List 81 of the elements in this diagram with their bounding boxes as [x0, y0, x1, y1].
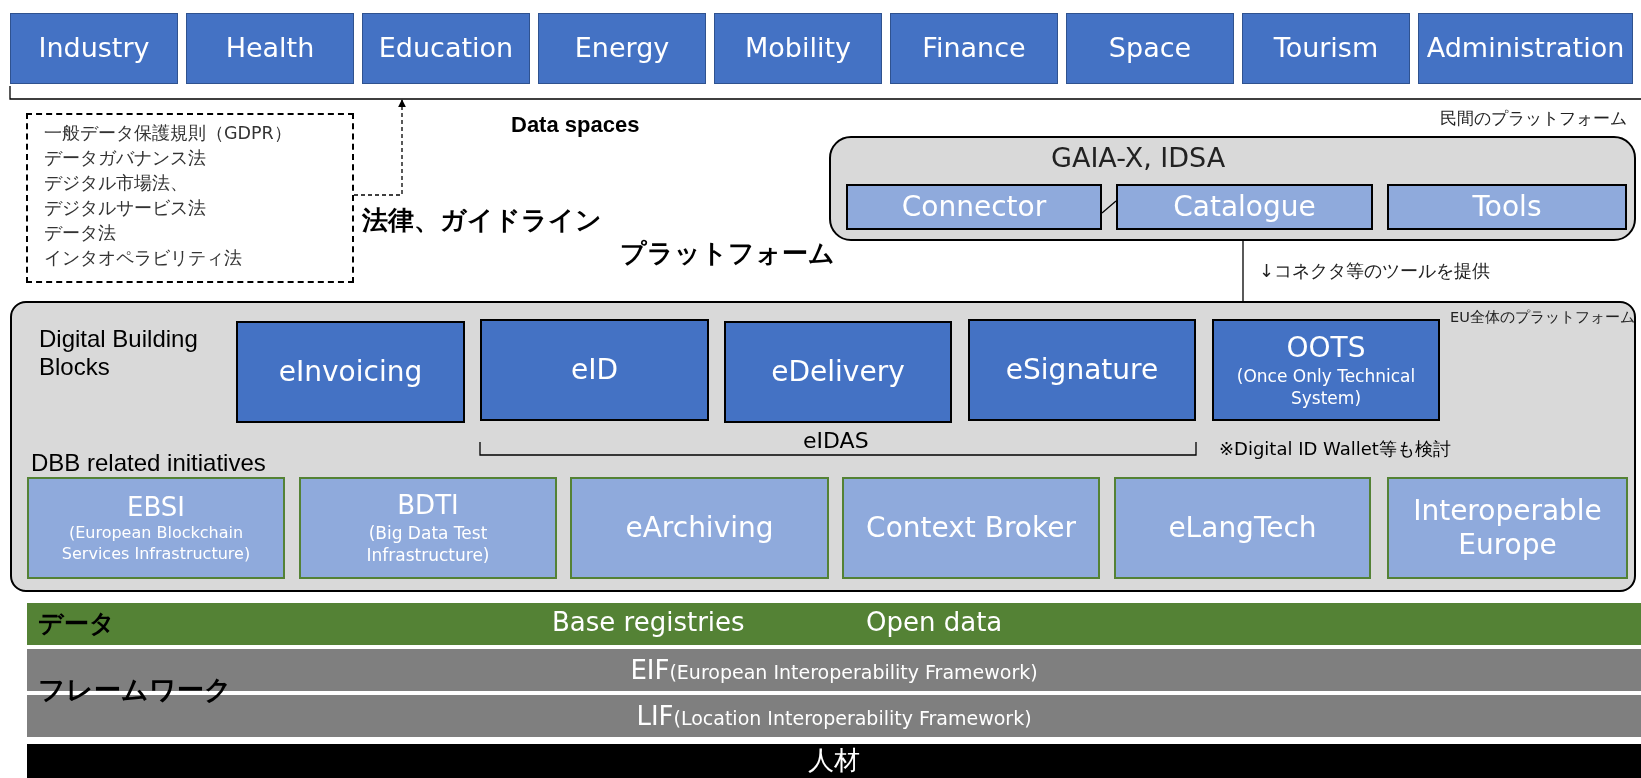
box-label: Catalogue — [1172, 190, 1317, 224]
eu-platform-panel — [10, 301, 1636, 592]
sector-box — [890, 13, 1058, 84]
box-label: Administration — [1425, 32, 1626, 65]
band-label: LIF(Location Interoperability Framework) — [636, 701, 1032, 731]
tool-box — [1387, 184, 1627, 230]
box-label: Health — [224, 32, 316, 65]
connector-line — [1242, 240, 1244, 302]
band-label: EIF(European Interoperability Framework) — [630, 655, 1038, 685]
box-label: BDTI — [396, 490, 460, 522]
box-label: eSignature — [1004, 353, 1160, 387]
sector-box — [1418, 13, 1633, 84]
private-platform-panel — [829, 136, 1636, 241]
tool-box — [1116, 184, 1373, 230]
connector-line — [1101, 200, 1117, 214]
box-label: Space — [1107, 32, 1193, 65]
building-block-box — [968, 319, 1196, 421]
tool-box — [846, 184, 1102, 230]
law-list-box — [26, 113, 354, 283]
law-item: データ法 — [44, 222, 116, 245]
edge-label: ↓コネクタ等のツールを提供 — [1259, 259, 1491, 283]
box-subtitle: (Once Only Technical System) — [1235, 364, 1417, 409]
box-label: EBSI — [126, 491, 186, 523]
box-label: Tourism — [1272, 32, 1380, 65]
box-label: eID — [569, 353, 619, 387]
law-item: 一般データ保護規則（GDPR） — [44, 122, 292, 145]
sector-box — [714, 13, 882, 84]
note-text: ※Digital ID Wallet等も検討 — [1219, 437, 1451, 461]
side-note: 民間のプラットフォーム — [1440, 108, 1627, 130]
box-label: OOTS — [1285, 331, 1367, 365]
box-label: Energy — [573, 32, 671, 65]
sector-box — [362, 13, 530, 84]
box-label: Tools — [1471, 190, 1543, 224]
panel-heading: Digital Building Blocks — [39, 325, 199, 381]
building-block-box — [1212, 319, 1440, 421]
box-label: Finance — [921, 32, 1027, 65]
law-item: データガバナンス法 — [44, 147, 206, 170]
talent-band — [27, 744, 1641, 778]
building-block-box — [236, 321, 465, 423]
box-label: eInvoicing — [277, 355, 424, 389]
initiative-box — [570, 477, 829, 579]
box-label: eDelivery — [770, 355, 906, 389]
sector-box — [1242, 13, 1410, 84]
section-title: Data spaces — [511, 112, 640, 138]
band-label: Open data — [866, 607, 1003, 637]
section-title: プラットフォーム — [620, 237, 835, 270]
building-block-box — [724, 321, 952, 423]
sector-box — [186, 13, 354, 84]
initiative-box — [1114, 477, 1371, 579]
law-item: デジタルサービス法 — [44, 197, 206, 220]
box-label: Connector — [900, 190, 1048, 224]
group-label: eIDAS — [803, 428, 869, 453]
band-heading: データ — [38, 608, 115, 640]
side-note: EU全体のプラットフォーム — [1450, 308, 1635, 327]
sector-box — [538, 13, 706, 84]
box-label: Industry — [37, 32, 151, 65]
box-label: eLangTech — [1167, 511, 1318, 545]
building-block-box — [480, 319, 709, 421]
sector-box — [1066, 13, 1234, 84]
panel-heading: DBB related initiatives — [31, 449, 266, 477]
data-band — [27, 603, 1641, 645]
box-label: Mobility — [744, 32, 852, 65]
law-item: インタオペラビリティ法 — [44, 247, 242, 270]
bracket — [9, 86, 1641, 100]
section-title: 法律、ガイドライン — [362, 204, 602, 237]
dashed-arrow — [353, 99, 406, 196]
sector-box — [10, 13, 178, 84]
box-label: Education — [377, 32, 515, 65]
initiative-box — [842, 477, 1100, 579]
panel-title: GAIA-X, IDSA — [1051, 142, 1226, 173]
initiative-box — [299, 477, 557, 579]
box-label: eArchiving — [624, 511, 775, 545]
initiative-box — [27, 477, 285, 579]
box-label: Context Broker — [865, 511, 1077, 545]
box-subtitle: (European Blockchain Services Infrastructure) — [60, 522, 252, 565]
law-item: デジタル市場法、 — [44, 172, 188, 195]
box-label: Interoperable Europe — [1412, 494, 1603, 562]
band-label: Base registries — [552, 607, 745, 637]
box-label: 人材 — [807, 745, 861, 777]
box-subtitle: (Big Data Test Infrastructure) — [365, 521, 491, 566]
initiative-box — [1387, 477, 1628, 579]
